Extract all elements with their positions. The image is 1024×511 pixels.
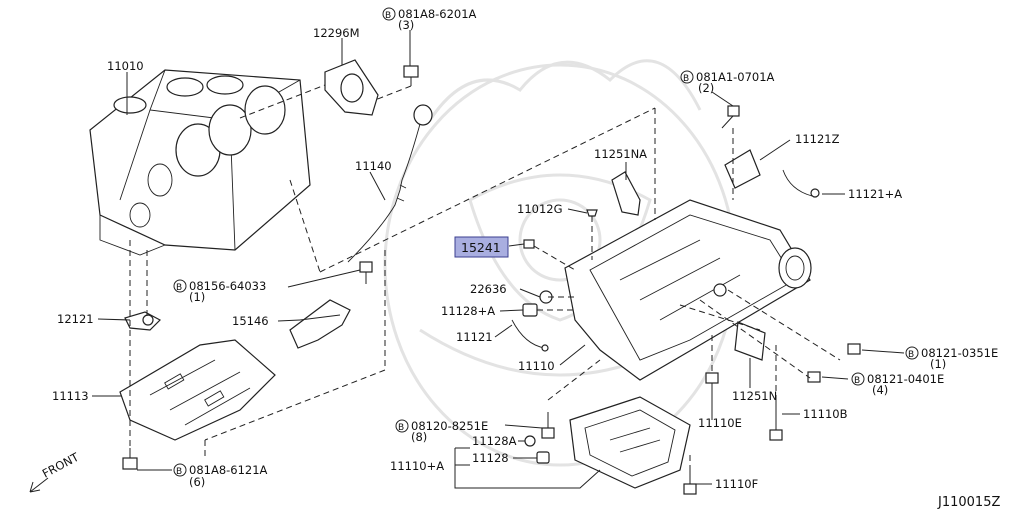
- dipstick-11140[interactable]: [347, 104, 433, 263]
- tube-11121a[interactable]: [782, 169, 820, 198]
- bolt-08121-0351e[interactable]: [847, 343, 861, 355]
- label-08121-0401e[interactable]: 08121-0401E: [867, 372, 944, 386]
- bolt-08156-64033[interactable]: [359, 261, 373, 284]
- label-11128[interactable]: 11128: [472, 451, 509, 465]
- leader-lines: [92, 30, 905, 489]
- qty-08121-0401e: (4): [872, 383, 888, 397]
- bolt-marker-icon: [173, 463, 187, 477]
- lower-oil-pan-11110a[interactable]: [569, 396, 691, 489]
- label-15241[interactable]: 15241: [461, 240, 501, 255]
- bolt-11110e[interactable]: [705, 372, 719, 412]
- bolt-08120-8251e[interactable]: [541, 412, 555, 439]
- label-11140[interactable]: 11140: [355, 159, 392, 173]
- bolt-08121-0401e[interactable]: [807, 371, 821, 383]
- label-11121a[interactable]: 11121+A: [848, 187, 902, 201]
- bolt-marker-icon: [173, 279, 187, 293]
- label-22636[interactable]: 22636: [470, 282, 507, 296]
- plate-11251n[interactable]: [734, 321, 766, 361]
- bolt-marker-icon: [905, 346, 919, 360]
- bolt-081a8-6201a[interactable]: [403, 65, 419, 86]
- plug-11128[interactable]: [536, 451, 550, 464]
- bolt-11110b[interactable]: [769, 395, 783, 441]
- cylinder-block-11010[interactable]: [89, 69, 311, 256]
- label-11110[interactable]: 11110: [518, 359, 555, 373]
- label-11251na[interactable]: 11251NA: [594, 147, 647, 161]
- label-081a1-0701a[interactable]: 081A1-0701A: [696, 70, 775, 84]
- rear-seal-retainer-12296m[interactable]: [324, 59, 379, 116]
- bolt-081a1-0701a[interactable]: [721, 105, 740, 129]
- label-12296m[interactable]: 12296M: [313, 26, 360, 40]
- label-11251n[interactable]: 11251N: [732, 389, 777, 403]
- label-11121z[interactable]: 11121Z: [795, 132, 840, 146]
- bolt-marker-icon: [395, 419, 409, 433]
- assembly-lines: [129, 84, 841, 468]
- label-11113[interactable]: 11113: [52, 389, 89, 403]
- upper-oil-pan-11110[interactable]: [564, 199, 812, 381]
- plug-11128a-upper[interactable]: [522, 303, 538, 317]
- highlight-box-15241: [454, 236, 509, 258]
- bolt-marker-icon: [382, 7, 396, 21]
- label-15146[interactable]: 15146: [232, 314, 269, 328]
- bolt-marker-icon: [851, 372, 865, 386]
- label-11110f[interactable]: 11110F: [715, 477, 758, 491]
- plug-11012g[interactable]: [586, 209, 598, 217]
- sensor-12121[interactable]: [124, 311, 161, 331]
- cover-11121z[interactable]: [724, 149, 761, 189]
- qty-081a8-6121a: (6): [189, 475, 205, 489]
- bolt-marker: B: [908, 350, 914, 360]
- label-11128a[interactable]: 11128+A: [441, 304, 495, 318]
- bolt-marker: B: [176, 467, 182, 477]
- qty-081a8-6201a: (3): [398, 18, 414, 32]
- bolt-marker-icon: [680, 70, 694, 84]
- under-cover-11113[interactable]: [119, 339, 276, 441]
- qty-08120-8251e: (8): [411, 430, 427, 444]
- label-12121[interactable]: 12121: [57, 312, 94, 326]
- bolt-081a8-6121a[interactable]: [122, 448, 138, 470]
- qty-08156-64033: (1): [189, 290, 205, 304]
- label-11110b[interactable]: 11110B: [803, 407, 848, 421]
- front-arrow-icon: [29, 477, 49, 493]
- label-11012g[interactable]: 11012G: [517, 202, 563, 216]
- label-11110a[interactable]: 11110+A: [390, 459, 444, 473]
- label-081a8-6201a[interactable]: 081A8-6201A: [398, 7, 477, 21]
- bolt-11110f[interactable]: [683, 468, 697, 495]
- part-15241[interactable]: [523, 239, 576, 271]
- bolt-marker: B: [854, 376, 860, 386]
- bracket-15146[interactable]: [289, 299, 351, 349]
- label-11128a-cap[interactable]: 11128A: [472, 434, 517, 448]
- label-081a8-6121a[interactable]: 081A8-6121A: [189, 463, 268, 477]
- bolt-marker: B: [398, 423, 404, 433]
- label-08121-0351e[interactable]: 08121-0351E: [921, 346, 998, 360]
- label-08156-64033[interactable]: 08156-64033: [189, 279, 266, 293]
- diagram-code: J110015Z: [937, 495, 1000, 510]
- washer-11128a[interactable]: [524, 435, 536, 447]
- gasket-11121[interactable]: [511, 319, 549, 352]
- qty-08121-0351e: (1): [930, 357, 946, 371]
- callout-labels: 11010 12296M B 081A8-6201A (3) 11140 B 0…: [52, 7, 1000, 510]
- bolt-marker: B: [176, 283, 182, 293]
- baffle-11251na[interactable]: [611, 171, 641, 216]
- label-11010[interactable]: 11010: [107, 59, 144, 73]
- label-11121[interactable]: 11121: [456, 330, 493, 344]
- qty-081a1-0701a: (2): [698, 81, 714, 95]
- front-label: FRONT: [40, 449, 82, 480]
- label-08120-8251e[interactable]: 08120-8251E: [411, 419, 488, 433]
- label-11110e[interactable]: 11110E: [698, 416, 742, 430]
- bolt-marker: B: [385, 11, 391, 21]
- bolt-marker: B: [683, 74, 689, 84]
